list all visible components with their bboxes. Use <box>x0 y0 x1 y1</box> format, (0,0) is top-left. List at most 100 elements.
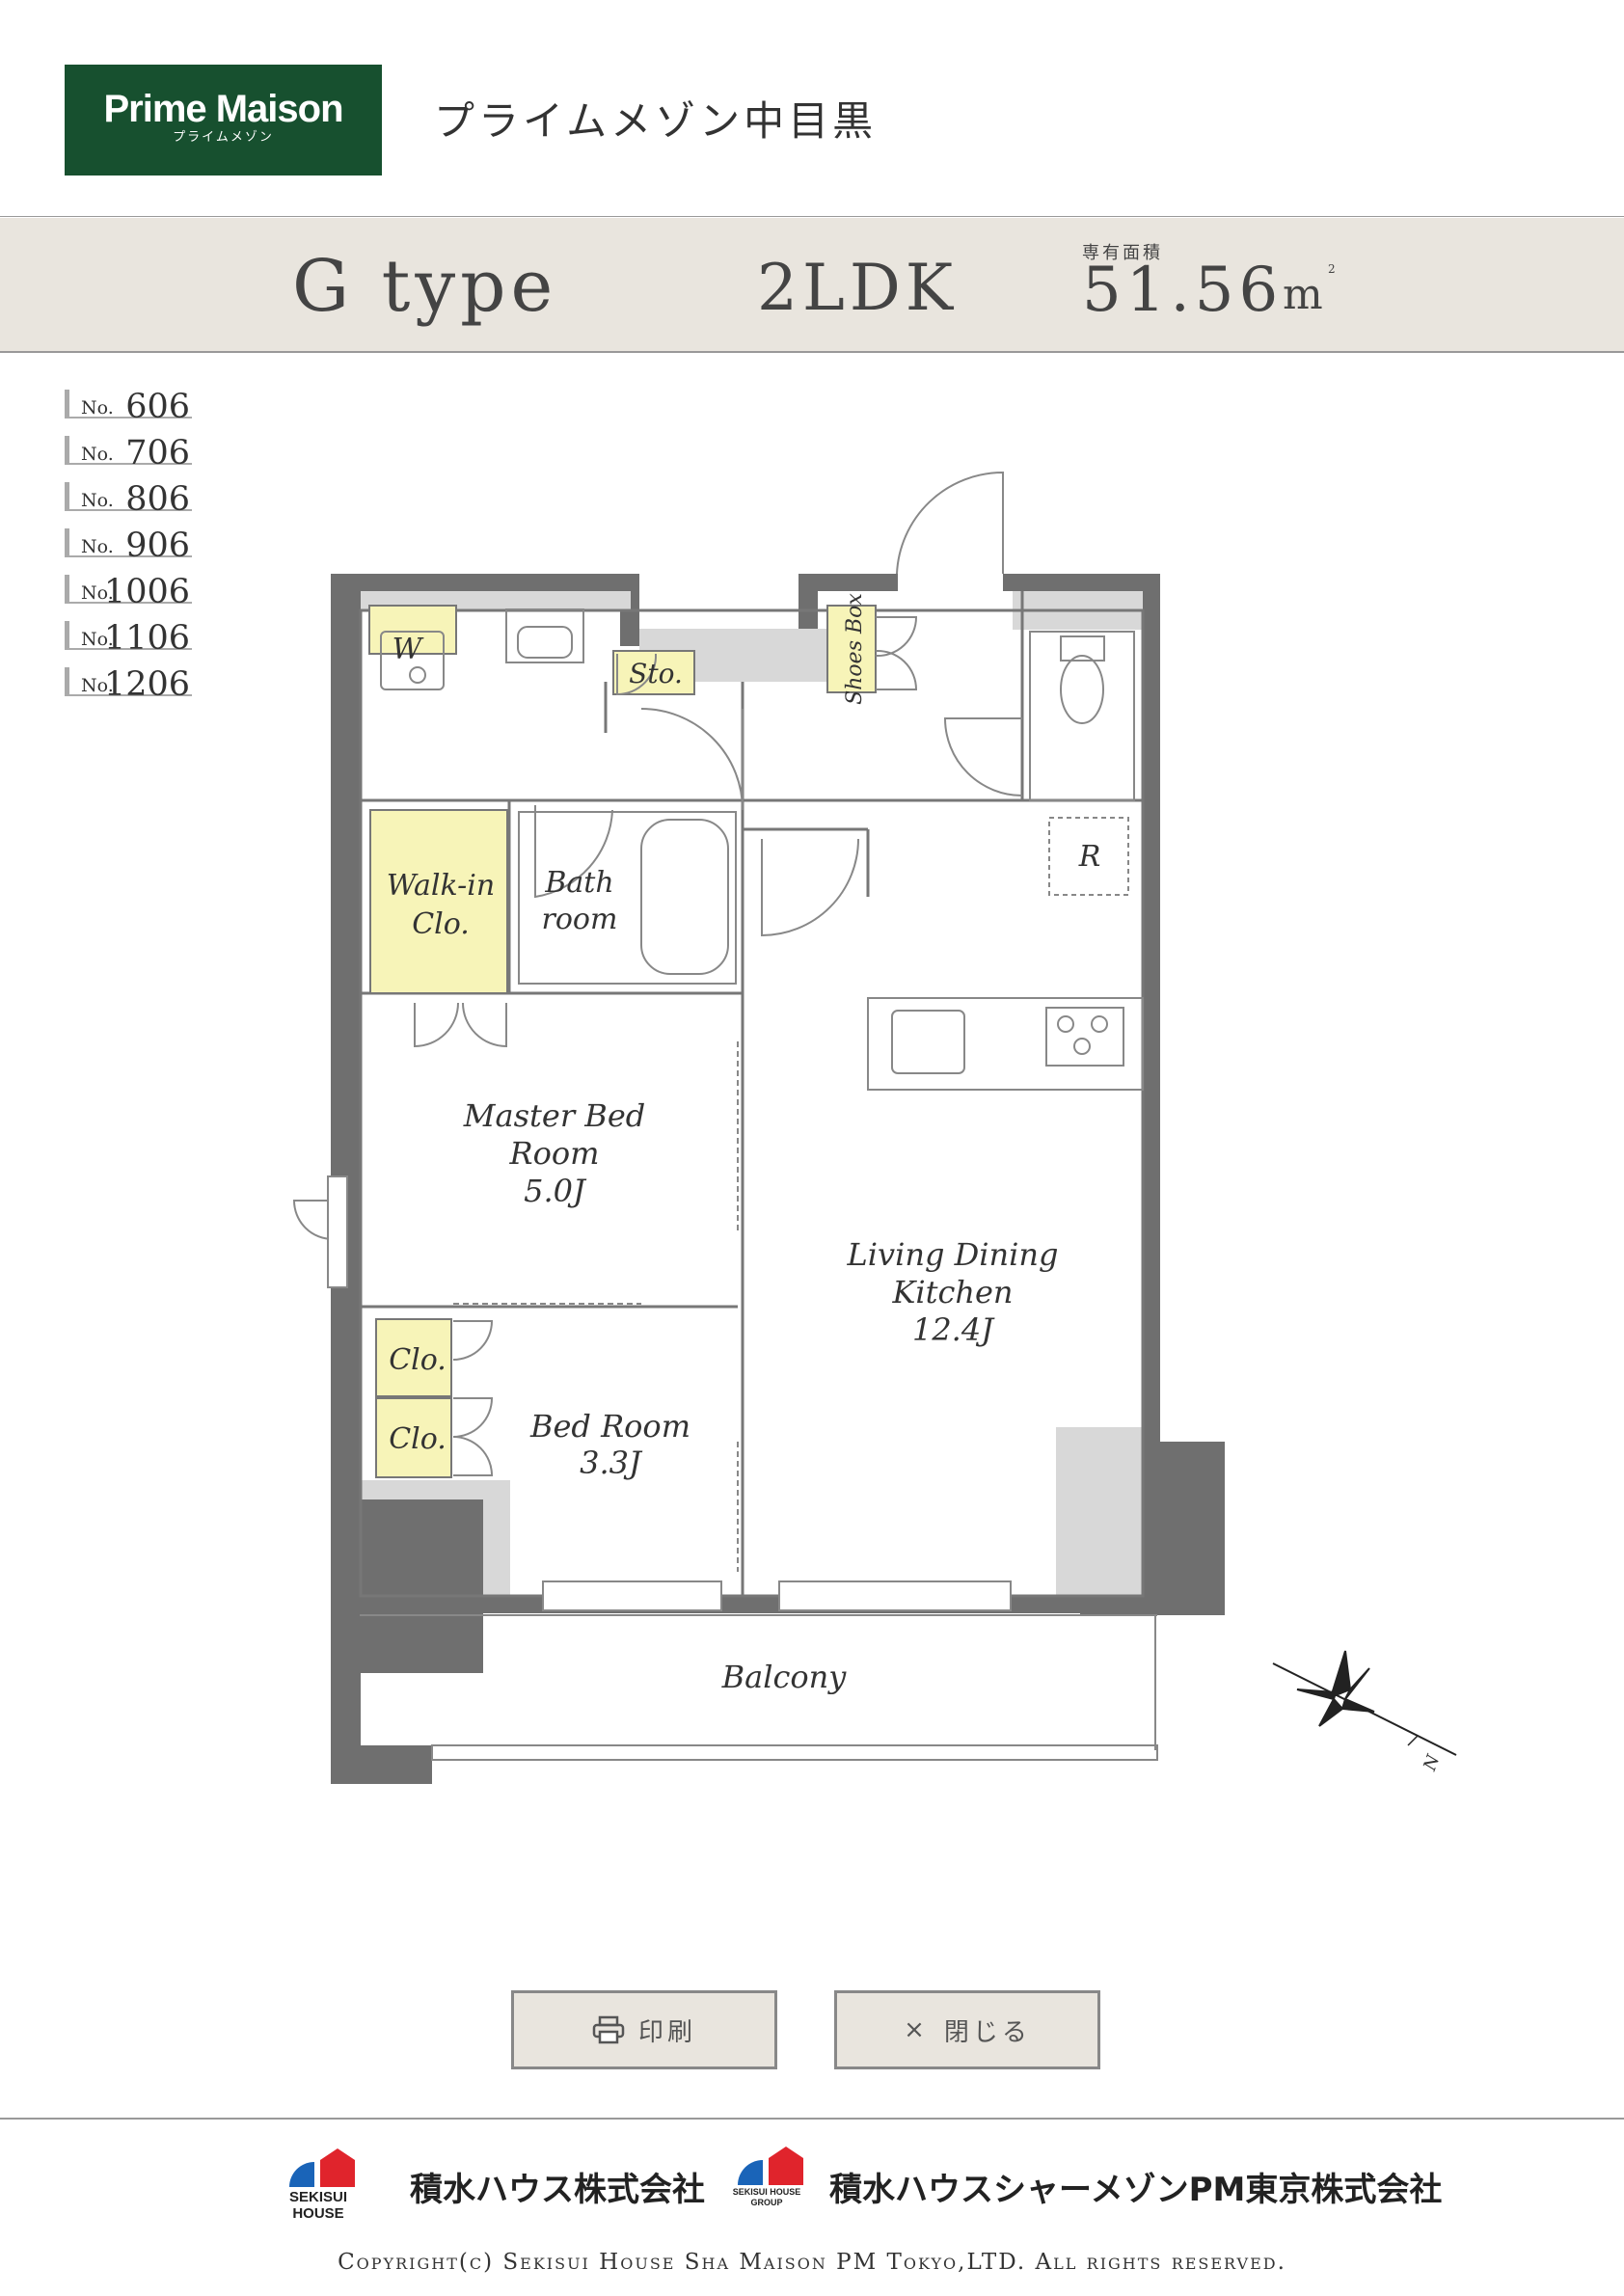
unit-number-row: No. 806 <box>65 480 192 519</box>
unit-number: 906 <box>125 527 190 565</box>
unit-number-row: No. 1206 <box>65 665 192 704</box>
closets <box>368 605 877 1478</box>
walk-in-label: Walk-in <box>387 869 495 903</box>
unit-prefix: No. <box>81 444 114 465</box>
vanity-basin <box>517 626 573 659</box>
burner <box>1057 1015 1074 1033</box>
light-wall <box>1056 1427 1143 1596</box>
prime-maison-logo: Prime Maison プライムメゾン <box>65 65 382 176</box>
storage-closet <box>612 650 695 695</box>
unit-prefix: No. <box>81 582 114 604</box>
entry-door <box>896 471 1004 575</box>
area-value: 51.56 <box>1082 255 1284 326</box>
balcony-label: Balcony <box>721 1659 848 1695</box>
unit-prefix: No. <box>81 675 114 696</box>
toilet-room-walls <box>1029 631 1135 801</box>
walk-in-door <box>414 1002 459 1048</box>
bedroom-size: 3.3J <box>580 1445 643 1481</box>
unit-prefix: No. <box>81 629 114 650</box>
sekisui-house-mark-text: SEKISUI HOUSE <box>288 2189 347 2222</box>
sekisui-house-name: 積水ハウス株式会社 <box>410 2171 705 2209</box>
compass-point <box>1296 1688 1338 1701</box>
toilet-tank <box>1060 635 1105 662</box>
printer-icon <box>592 2015 625 2044</box>
unit-number: 606 <box>125 388 190 426</box>
sekisui-house-sha-maison-name: 積水ハウスシャーメゾンPM東京株式会社 <box>829 2171 1443 2209</box>
closet-door <box>452 1320 494 1361</box>
compass-point <box>1329 1650 1352 1699</box>
shoes-box-label: Shoes Box <box>843 593 867 705</box>
balcony-railing <box>431 1744 1158 1761</box>
master-bedroom-label: Room <box>509 1135 600 1172</box>
ldk-door <box>761 838 859 937</box>
close-button[interactable]: × 閉じる <box>834 1990 1100 2069</box>
print-button-label: 印刷 <box>637 2017 696 2047</box>
bedroom-label: Bed Room <box>529 1408 690 1445</box>
doors <box>292 471 1023 1572</box>
sekisui-house-mark-icon <box>289 2148 355 2187</box>
pillar-west <box>331 1499 483 1673</box>
closet-a <box>375 1318 452 1397</box>
closet-label: Clo. <box>389 1343 447 1377</box>
fridge-space <box>1048 817 1129 896</box>
balcony-area <box>360 1614 1158 1761</box>
compass-point <box>1340 1697 1375 1713</box>
storage-label: Sto. <box>629 658 683 689</box>
sekisui-house-group-mark-icon <box>738 2147 803 2185</box>
ldk-label: Kitchen <box>891 1274 1013 1310</box>
wall-north-entry <box>798 574 898 591</box>
unit-number: 1106 <box>103 619 190 658</box>
kitchen-counter <box>867 997 1144 1091</box>
stove <box>1045 1007 1124 1067</box>
vanity <box>505 608 584 663</box>
plan-header-band <box>0 218 1624 353</box>
walls <box>331 574 1225 1784</box>
wall-east <box>1143 574 1160 1442</box>
unit-number-row: No. 1006 <box>65 573 192 611</box>
unit-prefix: No. <box>81 536 114 557</box>
bathroom-label: Bath <box>544 866 613 900</box>
master-bedroom-size: 5.0J <box>524 1173 587 1209</box>
storage-door <box>616 653 658 696</box>
compass-rose <box>1272 1650 1457 1756</box>
toilet-door <box>943 717 1023 797</box>
footer-divider <box>0 2118 1624 2120</box>
logo-main-text: Prime Maison <box>103 88 343 130</box>
bathtub <box>640 819 729 975</box>
wall-balcony-west <box>331 1673 360 1784</box>
bathroom-door <box>534 805 613 899</box>
wall-balcony-corner <box>360 1745 432 1784</box>
toilet-bowl <box>1060 655 1104 724</box>
unit-number: 806 <box>125 480 190 519</box>
print-button[interactable]: 印刷 <box>511 1990 777 2069</box>
ldk-size: 12.4J <box>912 1311 995 1348</box>
bathroom-walls <box>518 811 737 985</box>
walk-in-door <box>462 1002 507 1048</box>
burner <box>1091 1015 1108 1033</box>
interior-outline <box>359 608 1145 1598</box>
shoes-box-door <box>875 616 918 658</box>
sekisui-house-logo: SEKISUI HOUSE <box>270 2143 366 2222</box>
windows <box>327 1175 1012 1611</box>
plan-type: G type <box>292 245 558 328</box>
header-divider <box>0 216 1624 217</box>
fridge-label: R <box>1078 840 1101 874</box>
compass-point <box>1344 1667 1370 1700</box>
washer-label: W <box>392 633 424 666</box>
washroom-door <box>640 708 744 811</box>
kitchen-sink <box>891 1010 965 1074</box>
fixtures <box>380 608 1144 1091</box>
unit-prefix: No. <box>81 490 114 511</box>
closet-b <box>375 1397 452 1478</box>
close-button-label: 閉じる <box>943 2017 1031 2047</box>
unit-number-row: No. 606 <box>65 388 192 426</box>
room-labels: W Sto. Shoes Box Walk-in Clo. Bath room … <box>387 593 1445 1774</box>
logo-sub-text: プライムメゾン <box>173 130 274 145</box>
unit-number-row: No. 706 <box>65 434 192 473</box>
unit-number: 1006 <box>103 573 190 611</box>
unit-number: 1206 <box>103 665 190 704</box>
compass-north-label: N <box>1420 1751 1445 1774</box>
sekisui-house-group-logo: SEKISUI HOUSE GROUP <box>718 2143 815 2212</box>
copyright-text: Copyright(c) Sekisui House Sha Maison PM… <box>338 2250 1286 2275</box>
